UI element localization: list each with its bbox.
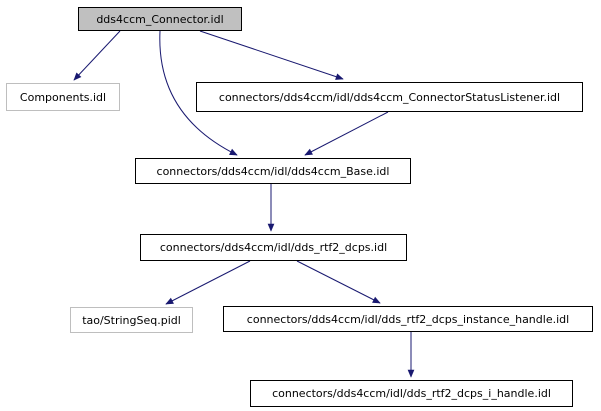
node-connector-status-listener[interactable]: connectors/dds4ccm/idl/dds4ccm_Connector… [196,82,583,112]
node-label: tao/StringSeq.pidl [82,313,181,327]
edge-dds-rtf2-dcps-to-tao-stringseq [165,260,251,305]
node-dds-rtf2-dcps-i-handle[interactable]: connectors/dds4ccm/idl/dds_rtf2_dcps_i_h… [250,380,573,407]
node-label: connectors/dds4ccm/idl/dds4ccm_Base.idl [156,164,390,178]
node-label: Components.idl [19,90,107,104]
node-label: connectors/dds4ccm/idl/dds_rtf2_dcps_i_h… [272,387,551,400]
node-tao-stringseq: tao/StringSeq.pidl [70,307,193,333]
edge-connector-status-listener-to-dds4ccm-base [304,111,389,156]
edge-dds4ccm-connector-to-dds4ccm-base [159,30,238,156]
edge-group [73,30,415,378]
node-components: Components.idl [6,83,120,111]
node-dds-rtf2-dcps[interactable]: connectors/dds4ccm/idl/dds_rtf2_dcps.idl [140,234,407,261]
node-label: connectors/dds4ccm/idl/dds_rtf2_dcps_ins… [246,312,570,326]
node-label: dds4ccm_Connector.idl [96,12,224,26]
node-dds-rtf2-dcps-instance-handle[interactable]: connectors/dds4ccm/idl/dds_rtf2_dcps_ins… [223,306,593,332]
node-label: connectors/dds4ccm/idl/dds_rtf2_dcps.idl [159,241,388,254]
node-dds4ccm-base[interactable]: connectors/dds4ccm/idl/dds4ccm_Base.idl [135,158,411,184]
edge-dds4ccm-connector-to-connector-status-listener [199,30,344,80]
edge-dds-rtf2-dcps-to-dds-rtf2-dcps-instance-handle [296,260,381,304]
node-dds4ccm-connector: dds4ccm_Connector.idl [78,7,242,31]
edge-dds4ccm-connector-to-components [73,30,121,81]
node-label: connectors/dds4ccm/idl/dds4ccm_Connector… [218,90,561,104]
